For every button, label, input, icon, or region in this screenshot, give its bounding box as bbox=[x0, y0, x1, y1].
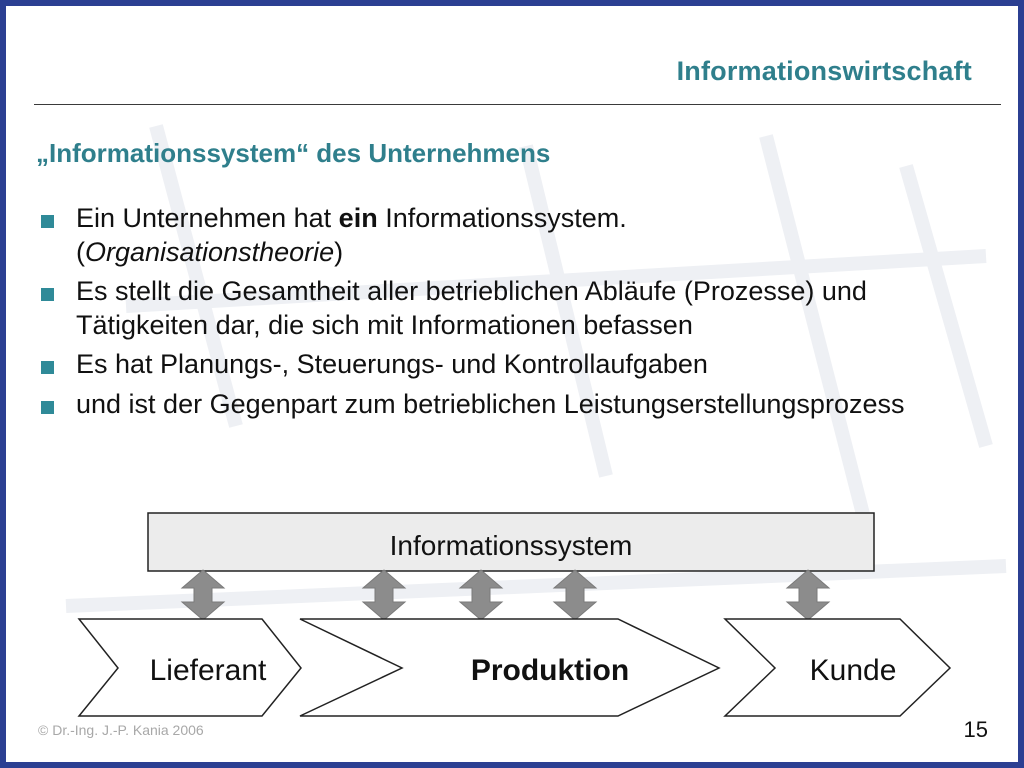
bullet-text-italic: Organisationstheorie bbox=[85, 236, 335, 267]
slide-title: Informationswirtschaft bbox=[676, 56, 972, 86]
bullet-text-part: ) bbox=[334, 236, 344, 267]
bullet-text-part: Ein Unternehmen hat bbox=[76, 203, 339, 233]
bullet-text: Es hat Planungs-, Steuerungs- und Kontro… bbox=[76, 349, 708, 379]
section-heading: „Informationssystem“ des Unternehmens bbox=[36, 138, 551, 168]
chevron-lieferant bbox=[77, 618, 302, 717]
bullet-list: Ein Unternehmen hat ein Informationssyst… bbox=[38, 202, 988, 427]
copyright-footer: © Dr.-Ing. J.-P. Kania 2006 bbox=[38, 722, 204, 738]
bullet-text-bold: ein bbox=[338, 203, 378, 233]
bullet-text: Es stellt die Gesamtheit aller betriebli… bbox=[76, 276, 867, 340]
page-number: 15 bbox=[963, 717, 988, 742]
square-bullet-icon bbox=[41, 361, 54, 374]
chevron-produktion bbox=[299, 618, 721, 717]
square-bullet-icon bbox=[41, 288, 54, 301]
square-bullet-icon bbox=[41, 400, 54, 414]
square-bullet-icon bbox=[41, 215, 54, 228]
bullet-text-part: Informationssystem. bbox=[377, 203, 627, 233]
process-label-kunde: Kunde bbox=[810, 654, 897, 687]
double-arrow-icon bbox=[180, 569, 226, 621]
bullet-item: und ist der Gegenpart zum betrieblichen … bbox=[38, 388, 988, 422]
title-divider bbox=[34, 104, 1001, 105]
background-grid-decoration bbox=[65, 124, 1007, 613]
double-arrow-icon bbox=[552, 569, 598, 621]
double-arrow-icon bbox=[361, 569, 407, 621]
bullet-item: Ein Unternehmen hat ein Informationssyst… bbox=[38, 202, 988, 269]
information-system-box bbox=[147, 512, 875, 572]
chevron-kunde bbox=[723, 618, 952, 717]
bullet-text-part: ( bbox=[76, 236, 85, 267]
bullet-item: Es hat Planungs-, Steuerungs- und Kontro… bbox=[38, 348, 988, 382]
bullet-text: und ist der Gegenpart zum betrieblichen … bbox=[76, 388, 905, 419]
double-arrow-icon bbox=[785, 569, 831, 621]
bullet-item: Es stellt die Gesamtheit aller betriebli… bbox=[38, 275, 988, 342]
process-label-lieferant: Lieferant bbox=[150, 654, 267, 687]
double-arrow-icon bbox=[458, 569, 504, 621]
information-system-label: Informationssystem bbox=[390, 530, 633, 561]
process-label-produktion: Produktion bbox=[471, 654, 629, 687]
